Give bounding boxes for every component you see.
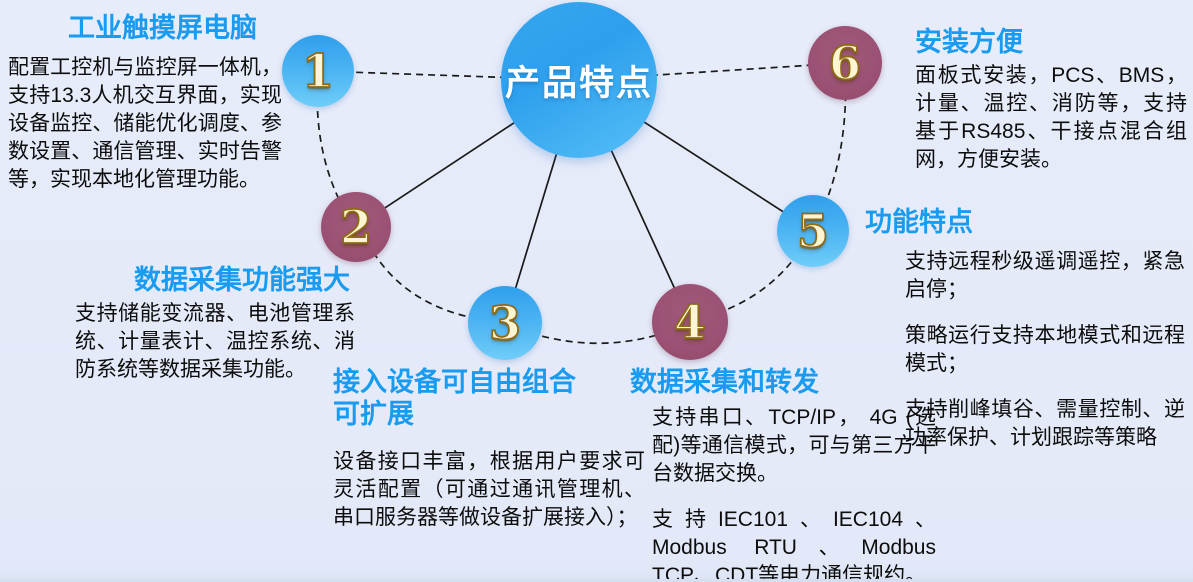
feature-6-body: 面板式安装，PCS、BMS，计量、温控、消防等，支持基于RS485、干接点混合组… <box>915 62 1187 174</box>
feature-4-paragraph-2: 支持IEC101、IEC104、Modbus RTU、Modbus TCP、CD… <box>652 508 936 582</box>
node-number-6: 6 <box>828 36 862 90</box>
feature-5-paragraph-3: 支持削峰填谷、需量控制、逆功率保护、计划跟踪等策略 <box>905 398 1185 449</box>
feature-3-body: 设备接口丰富，根据用户要求可灵活配置（可通过通讯管理机、串口服务器等做设备扩展接… <box>333 448 645 532</box>
feature-3-title: 接入设备可自由组合可扩展 <box>333 367 576 430</box>
feature-4-title: 数据采集和转发 <box>630 367 819 397</box>
feature-4-paragraph-1: 支持串口、TCP/IP， 4G (选配)等通信模式，可与第三方平台数据交换。 <box>652 406 936 485</box>
feature-2-title: 数据采集功能强大 <box>134 265 350 295</box>
feature-6-paragraph: 面板式安装，PCS、BMS，计量、温控、消防等，支持基于RS485、干接点混合组… <box>915 64 1187 171</box>
node-circle-6: 6 <box>808 26 882 100</box>
spoke-dashed-center-to-1 <box>317 70 580 81</box>
node-circle-1: 1 <box>282 35 354 107</box>
feature-5-title: 功能特点 <box>865 207 973 237</box>
node-number-4: 4 <box>673 295 707 349</box>
node-circle-3: 3 <box>468 286 542 360</box>
feature-5-paragraph-1: 支持远程秒级遥调遥控，紧急启停； <box>905 250 1185 301</box>
feature-1-paragraph: 配置工控机与监控屏一体机，支持13.3人机交互界面，实现设备监控、储能优化调度、… <box>8 56 282 191</box>
feature-5-paragraph-2: 策略运行支持本地模式和远程模式； <box>905 324 1185 375</box>
node-number-5: 5 <box>796 204 830 258</box>
feature-4-body: 支持串口、TCP/IP， 4G (选配)等通信模式，可与第三方平台数据交换。 支… <box>652 404 936 582</box>
feature-1-title: 工业触摸屏电脑 <box>68 13 257 43</box>
center-node-label: 产品特点 <box>504 63 653 103</box>
feature-3-paragraph: 设备接口丰富，根据用户要求可灵活配置（可通过通讯管理机、串口服务器等做设备扩展接… <box>333 450 645 529</box>
spoke-dashed-center-to-6 <box>578 62 846 81</box>
node-number-3: 3 <box>488 296 522 350</box>
feature-1-body: 配置工控机与监控屏一体机，支持13.3人机交互界面，实现设备监控、储能优化调度、… <box>8 54 282 194</box>
center-node: 产品特点 <box>501 2 657 158</box>
node-circle-5: 5 <box>777 195 849 267</box>
feature-6-title: 安装方便 <box>915 27 1023 57</box>
bottom-edge-strip <box>0 579 1193 582</box>
node-number-1: 1 <box>301 44 335 98</box>
node-number-2: 2 <box>339 200 373 254</box>
node-circle-4: 4 <box>652 284 728 360</box>
feature-2-paragraph: 支持储能变流器、电池管理系统、计量表计、温控系统、消防系统等数据采集功能。 <box>75 302 355 381</box>
node-circle-2: 2 <box>321 192 391 262</box>
feature-2-body: 支持储能变流器、电池管理系统、计量表计、温控系统、消防系统等数据采集功能。 <box>75 300 355 384</box>
feature-5-body: 支持远程秒级遥调遥控，紧急启停； 策略运行支持本地模式和远程模式； 支持削峰填谷… <box>905 248 1185 452</box>
